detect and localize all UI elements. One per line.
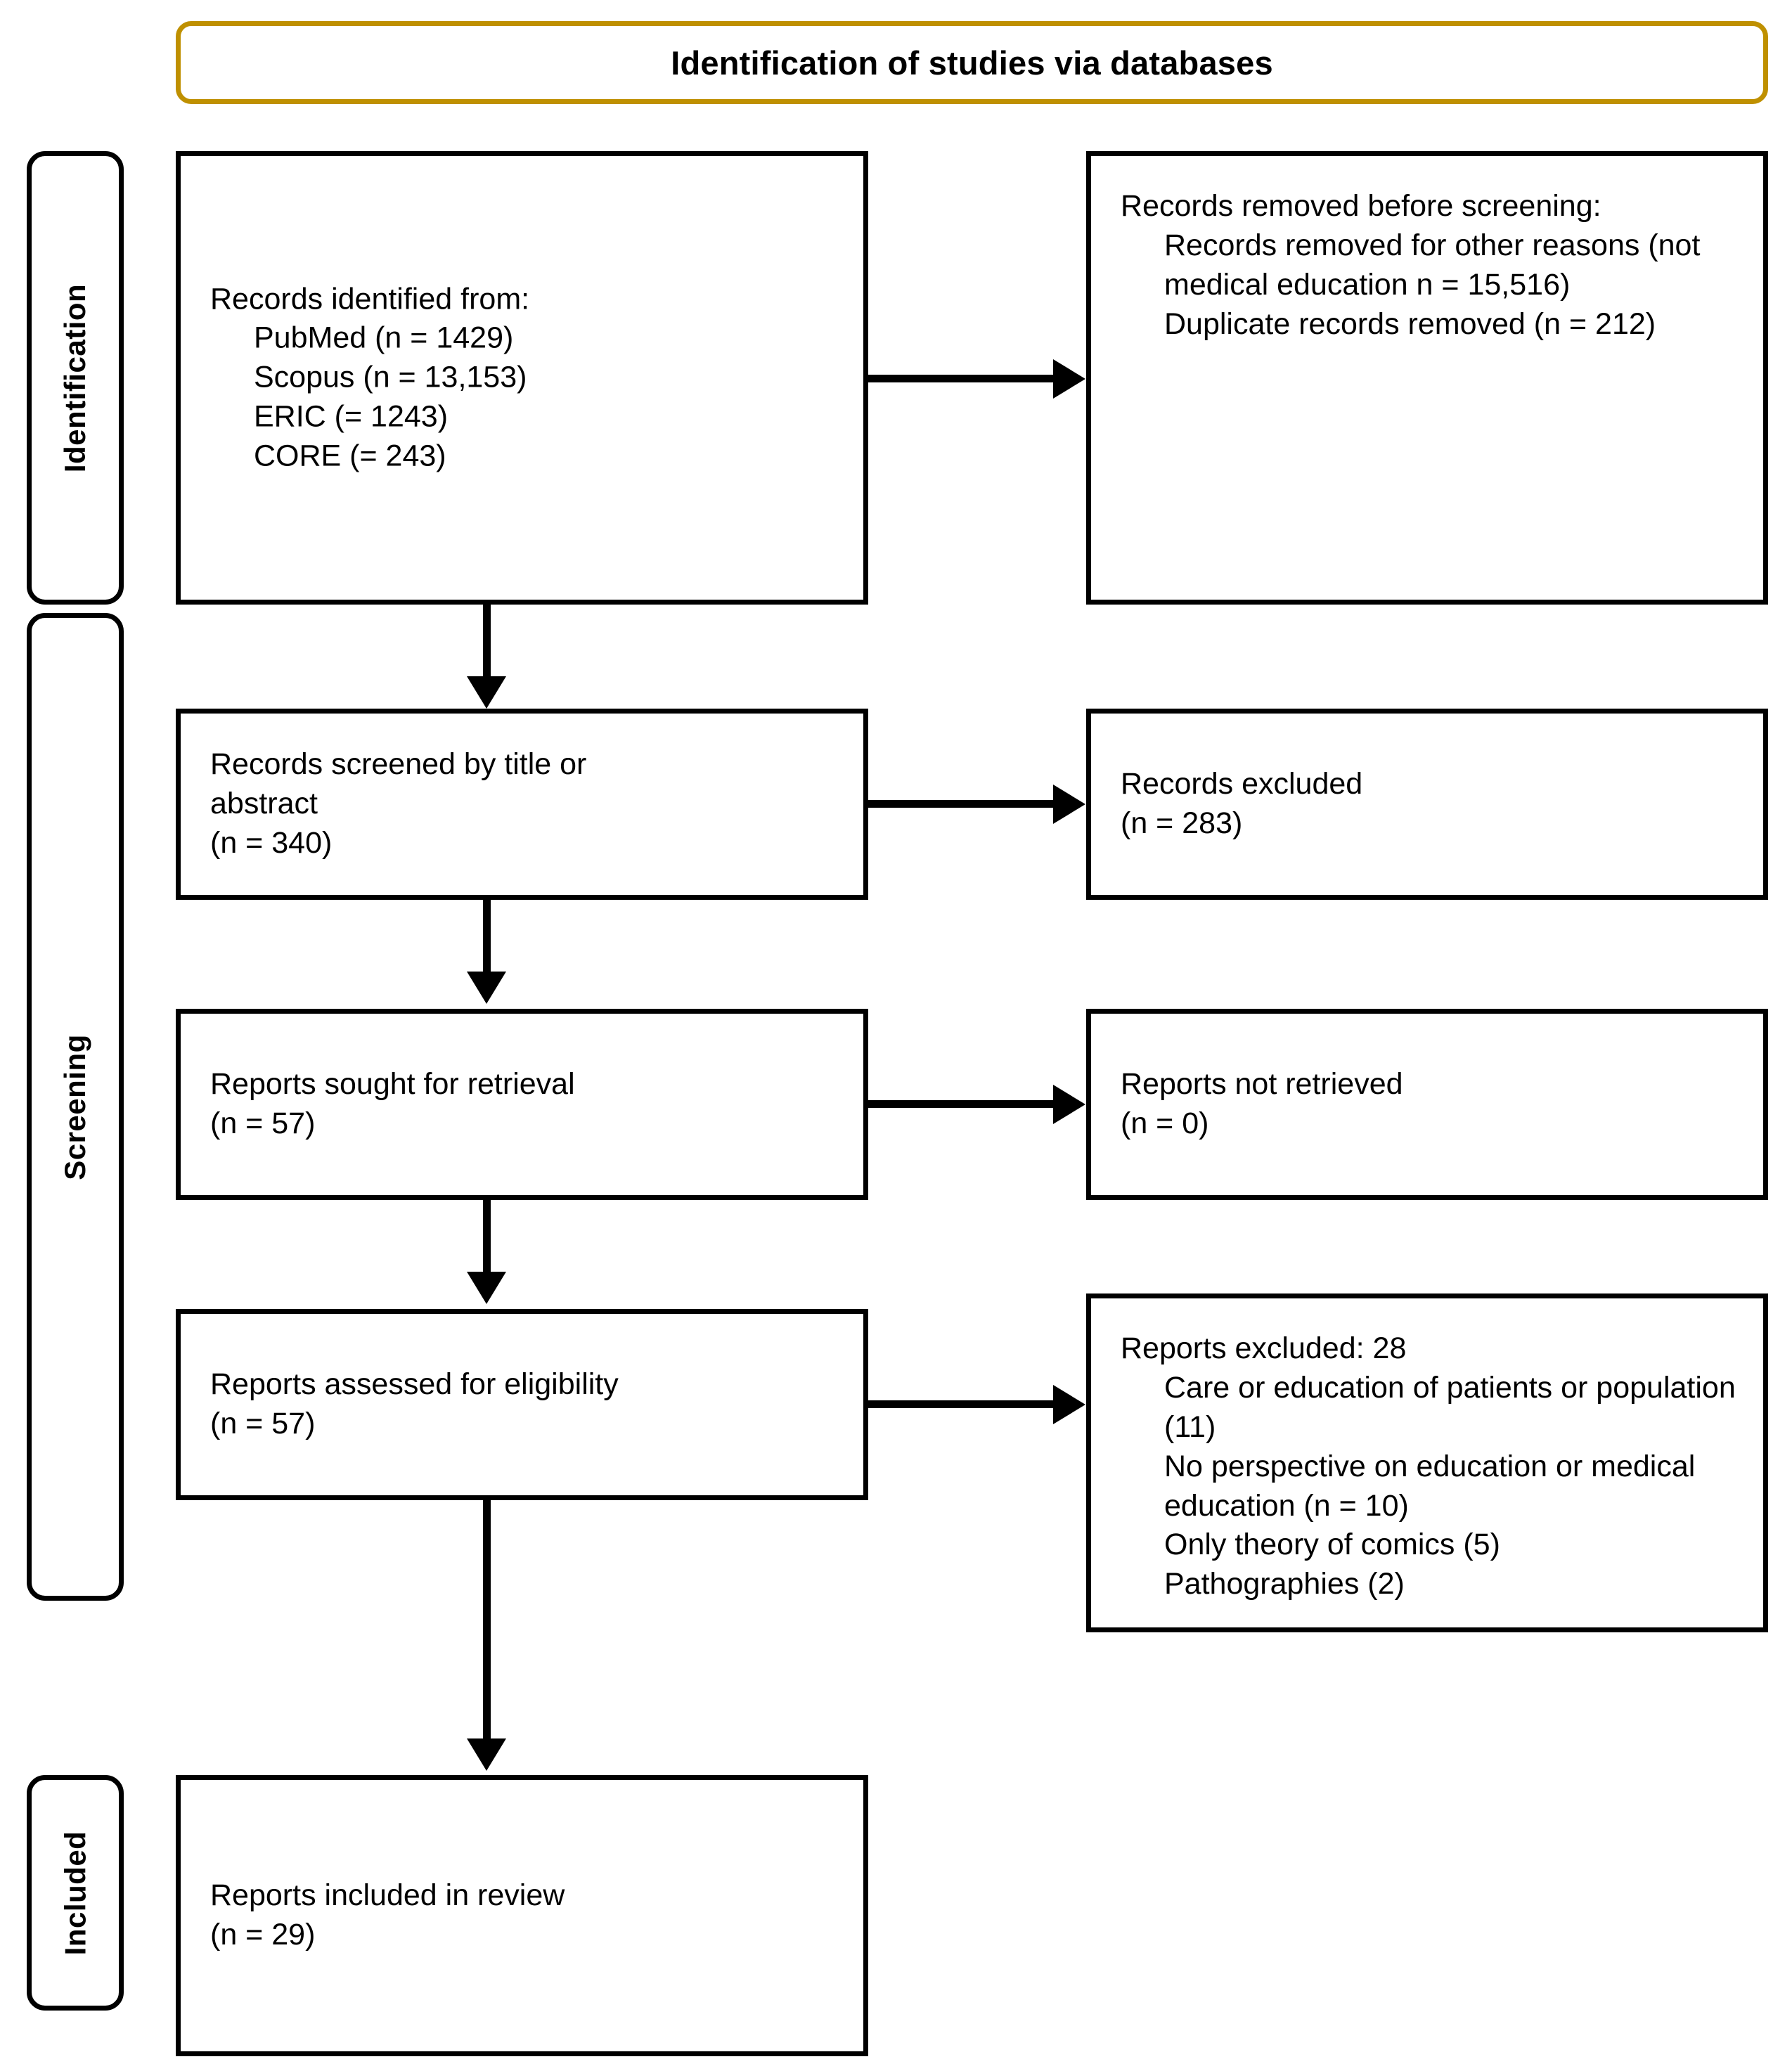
box-records-excluded: Records excluded (n = 283) <box>1086 709 1768 900</box>
removed-reason-other: Records removed for other reasons (not m… <box>1164 228 1701 302</box>
removed-reason-duplicates: Duplicate records removed (n = 212) <box>1164 307 1656 341</box>
connector-assessed-to-included <box>483 1500 491 1743</box>
arrowhead-sought-to-assessed <box>467 1272 506 1304</box>
reports-excluded-reason-pathographies: Pathographies (2) <box>1164 1567 1405 1601</box>
stage-label-identification: Identification <box>27 151 124 605</box>
reports-assessed-count: (n = 57) <box>210 1407 316 1440</box>
records-identified-title: Records identified from: <box>210 281 530 316</box>
reports-included-count: (n = 29) <box>210 1918 316 1951</box>
arrowhead-screened-to-sought <box>467 972 506 1004</box>
connector-screened-to-excluded <box>868 800 1055 808</box>
records-removed-title-suffix: : <box>1592 189 1601 223</box>
box-reports-sought: Reports sought for retrieval (n = 57) <box>176 1009 868 1200</box>
stage-label-included: Included <box>27 1775 124 2011</box>
box-reports-assessed: Reports assessed for eligibility (n = 57… <box>176 1309 868 1500</box>
records-removed-title-italic: before screening <box>1367 189 1593 223</box>
source-eric: ERIC (= 1243) <box>254 399 449 434</box>
arrowhead-assessed-to-included <box>467 1738 506 1771</box>
arrowhead-sought-to-not-retrieved <box>1053 1085 1085 1124</box>
connector-sought-to-assessed <box>483 1200 491 1276</box>
records-removed-title-prefix: Records removed <box>1121 189 1368 223</box>
arrowhead-screened-to-excluded <box>1053 785 1085 824</box>
reports-excluded-title: Reports excluded: 28 <box>1121 1331 1407 1365</box>
box-records-removed-before-screening: Records removed before screening: Record… <box>1086 151 1768 605</box>
arrowhead-assessed-to-reports-excluded <box>1053 1385 1085 1424</box>
reports-excluded-reason-theory: Only theory of comics (5) <box>1164 1528 1500 1562</box>
reports-included-label: Reports included in review <box>210 1878 565 1913</box>
records-screened-line1: Records screened by title or <box>210 747 587 782</box>
records-excluded-label: Records excluded <box>1121 767 1363 801</box>
stage-label-identification-text: Identification <box>58 283 91 472</box>
connector-screened-to-sought <box>483 900 491 976</box>
reports-not-retrieved-count: (n = 0) <box>1121 1107 1209 1140</box>
box-reports-not-retrieved: Reports not retrieved (n = 0) <box>1086 1009 1768 1200</box>
stage-label-included-text: Included <box>58 1831 91 1955</box>
box-reports-included: Reports included in review (n = 29) <box>176 1775 868 2056</box>
box-records-identified: Records identified from: PubMed (n = 142… <box>176 151 868 605</box>
reports-not-retrieved-label: Reports not retrieved <box>1121 1067 1403 1102</box>
records-removed-title: Records removed before screening: <box>1121 187 1742 226</box>
reports-assessed-label: Reports assessed for eligibility <box>210 1367 619 1402</box>
records-screened-count: (n = 340) <box>210 825 333 860</box>
header-banner: Identification of studies via databases <box>176 21 1768 104</box>
connector-identified-to-removed <box>868 375 1055 382</box>
page-title: Identification of studies via databases <box>671 44 1273 82</box>
connector-assessed-to-reports-excluded <box>868 1400 1055 1408</box>
reports-sought-label: Reports sought for retrieval <box>210 1067 575 1102</box>
arrowhead-identified-to-removed <box>1053 359 1085 399</box>
box-records-screened: Records screened by title or abstract (n… <box>176 709 868 900</box>
arrowhead-identified-to-screened <box>467 676 506 709</box>
stage-label-screening-text: Screening <box>58 1033 92 1180</box>
records-excluded-count: (n = 283) <box>1121 806 1243 840</box>
source-pubmed: PubMed (n = 1429) <box>254 321 514 355</box>
connector-identified-to-screened <box>483 605 491 680</box>
reports-excluded-reason-no-perspective: No perspective on education or medical e… <box>1164 1449 1696 1523</box>
stage-label-screening: Screening <box>27 613 124 1601</box>
source-core: CORE (= 243) <box>254 439 446 473</box>
records-screened-line2: abstract <box>210 787 318 821</box>
connector-sought-to-not-retrieved <box>868 1100 1055 1108</box>
source-scopus: Scopus (n = 13,153) <box>254 360 527 394</box>
reports-sought-count: (n = 57) <box>210 1107 316 1140</box>
reports-excluded-reason-care: Care or education of patients or populat… <box>1164 1370 1736 1444</box>
box-reports-excluded: Reports excluded: 28 Care or education o… <box>1086 1293 1768 1632</box>
